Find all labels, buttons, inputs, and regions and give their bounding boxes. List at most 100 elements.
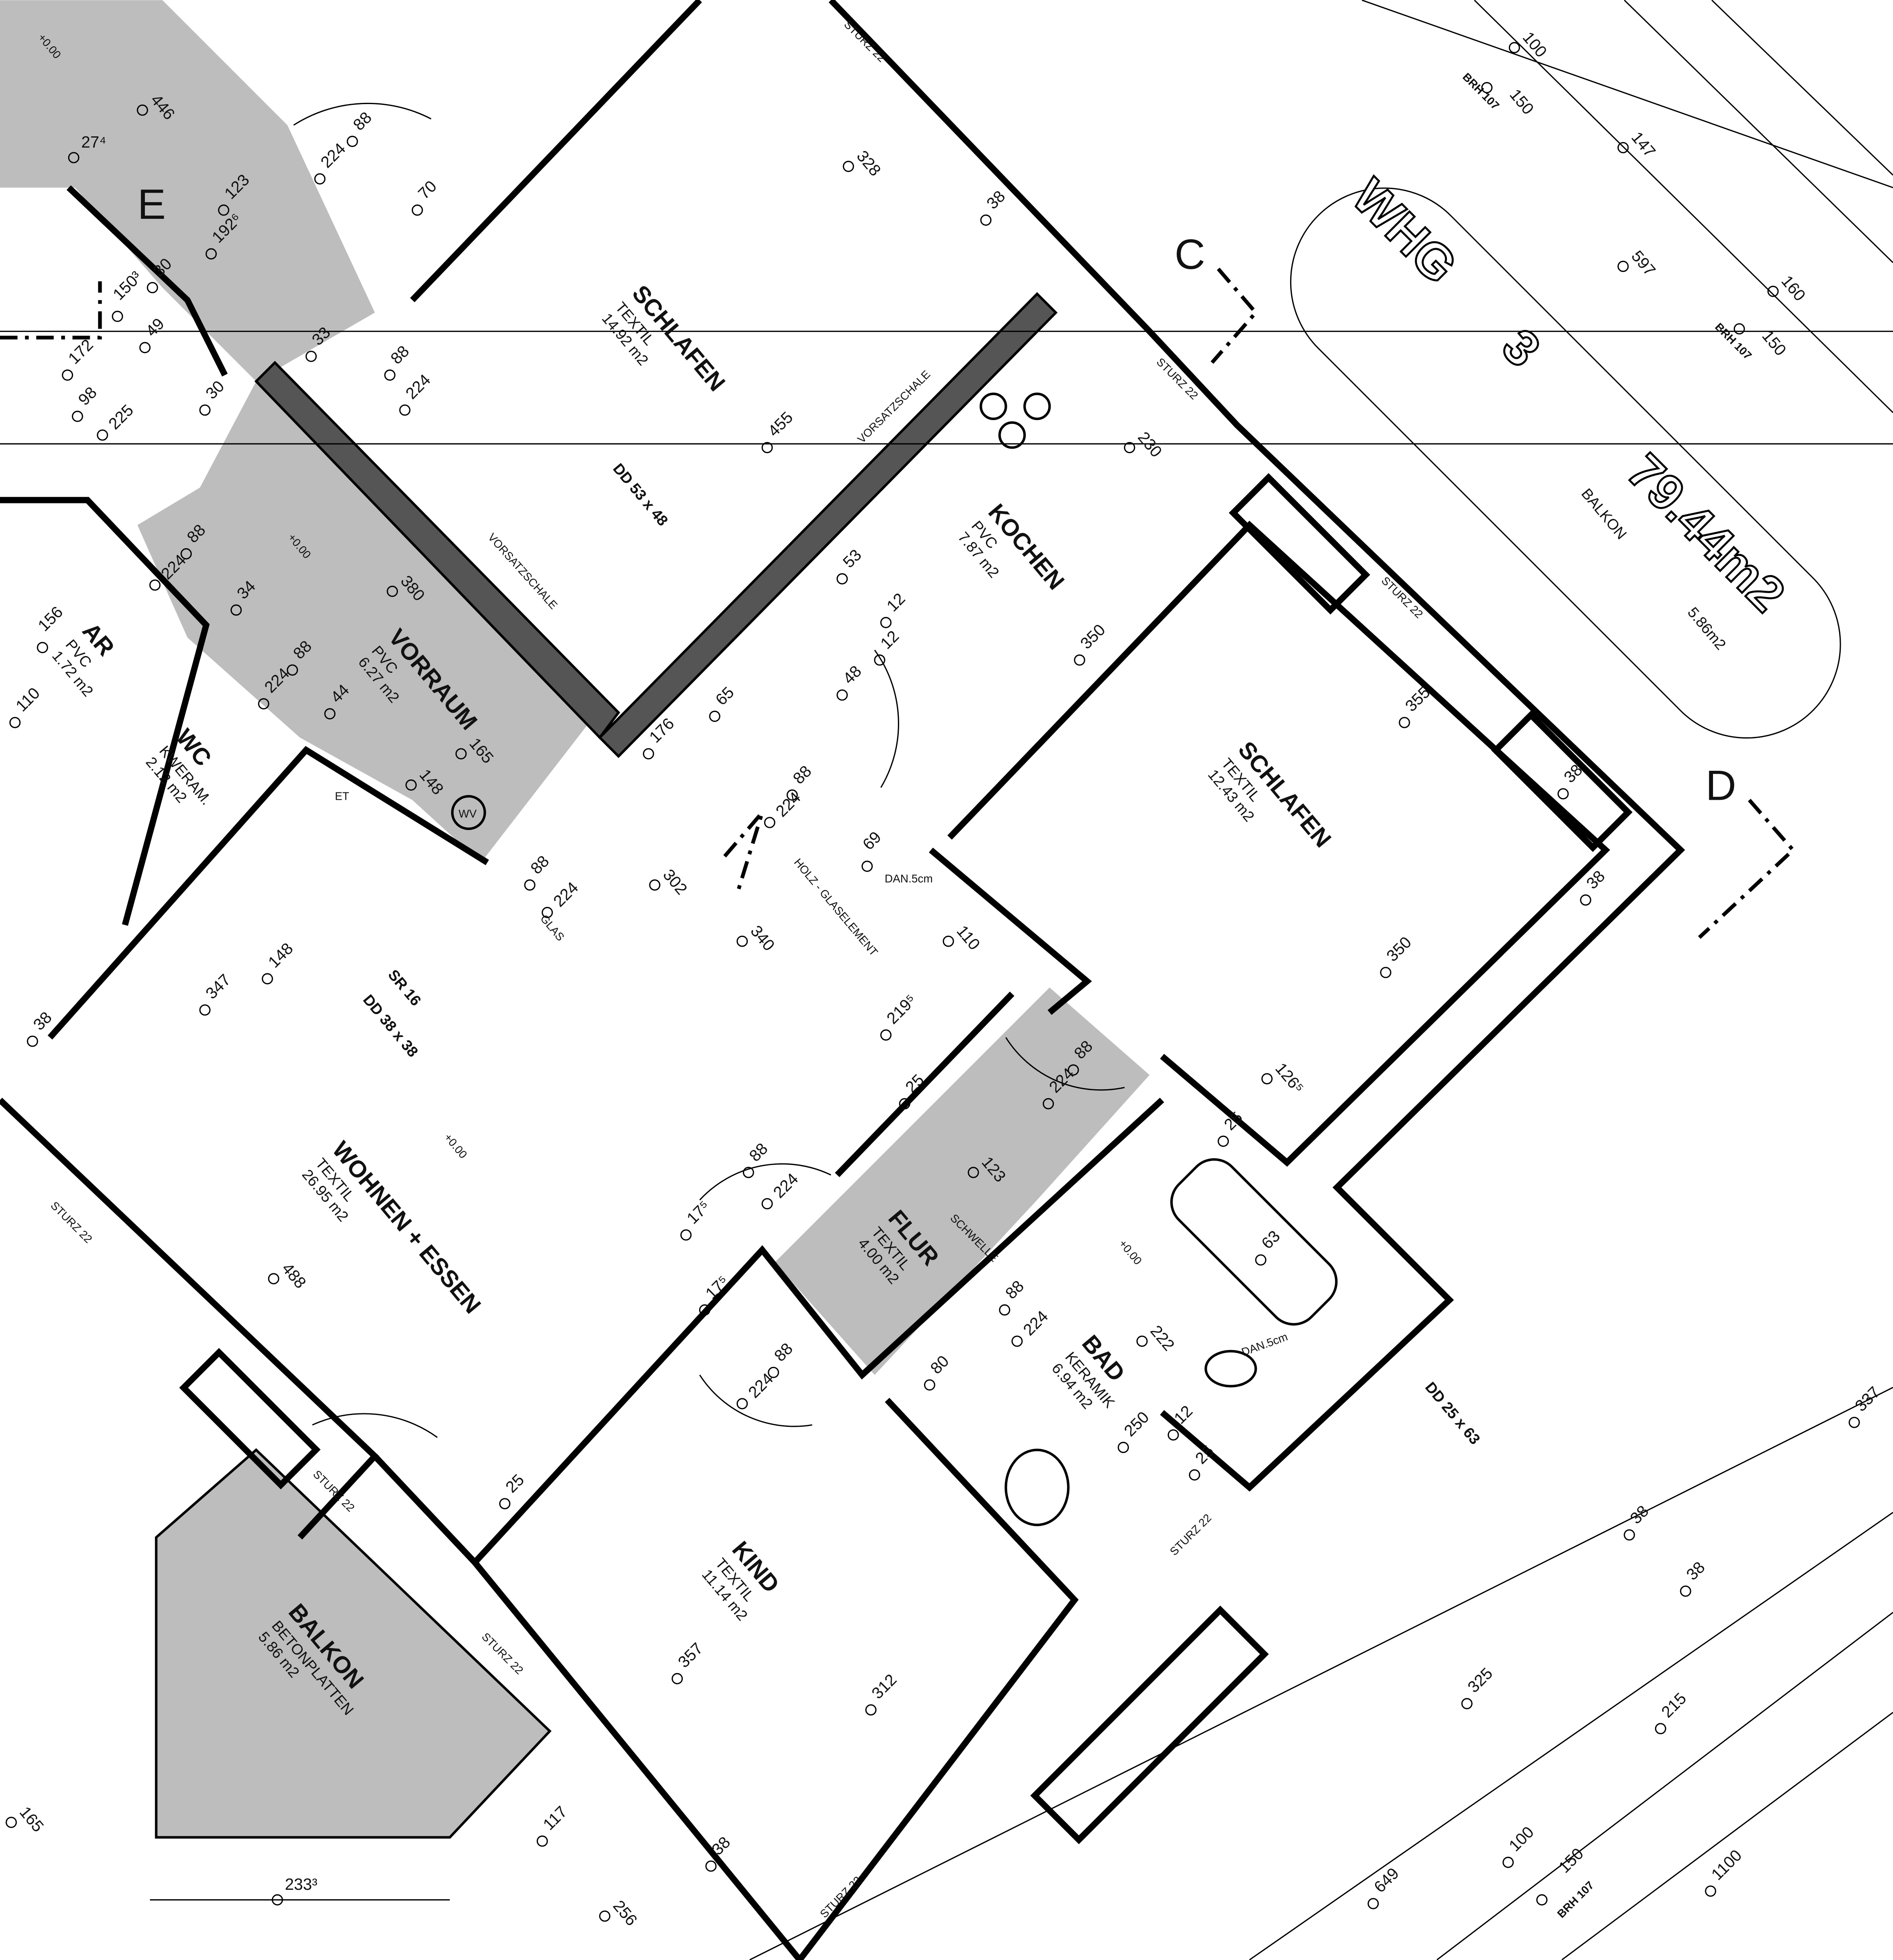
dimension-tick <box>1067 1064 1079 1076</box>
wall <box>410 0 702 303</box>
dimension-label: 224 <box>745 1370 777 1402</box>
dimension-tick <box>736 935 748 947</box>
glas-label: GLAS <box>538 912 567 943</box>
dimension-tick <box>1680 1585 1691 1597</box>
section-d: D <box>1706 762 1736 810</box>
dimension-label: 347 <box>202 971 234 1003</box>
unit-label: WHG <box>1342 168 1468 294</box>
dimension-tick <box>455 748 467 760</box>
dimension-label: 1100 <box>1708 1847 1746 1884</box>
dimension-label: 328 <box>853 147 884 180</box>
dimension-label: 38 <box>983 187 1009 213</box>
stove-burner <box>980 392 1007 420</box>
dimension-tick <box>836 689 848 701</box>
dimension-tick <box>709 710 720 722</box>
door-swing <box>699 1163 831 1201</box>
section-c-line <box>1211 267 1258 364</box>
dimension-tick <box>314 173 326 185</box>
dimension-tick <box>643 748 654 760</box>
dimension-tick <box>736 1398 748 1410</box>
sr-label: SR 16 <box>385 966 424 1009</box>
unit-label-frame <box>1290 187 1841 739</box>
dimension-label: 302 <box>660 866 691 898</box>
dimension-tick <box>1624 1529 1635 1541</box>
dimension-tick <box>149 579 161 591</box>
dimension-label: 215 <box>1658 1689 1690 1721</box>
window <box>1030 1605 1269 1844</box>
sturz-label: STURZ 22 <box>1167 1511 1214 1558</box>
unit-area: 79.44m2 <box>1617 443 1796 622</box>
dimension-tick <box>1380 967 1391 978</box>
dimension-tick <box>764 816 775 828</box>
dimension-tick <box>761 1198 773 1210</box>
dimension-tick <box>230 604 242 616</box>
dimension-label: 222 <box>1147 1322 1178 1354</box>
dimension-tick <box>524 879 535 891</box>
dimension-label: 256 <box>609 1897 640 1929</box>
wall <box>472 1097 1164 1565</box>
dimension-tick <box>1011 1335 1023 1347</box>
dimension-tick <box>305 351 317 362</box>
wall <box>829 0 1685 1492</box>
dimension-tick <box>742 1167 754 1178</box>
dimension-tick <box>1481 82 1493 93</box>
dimension-tick <box>768 1366 779 1378</box>
wall <box>47 746 489 1040</box>
dimension-label: 340 <box>747 922 778 954</box>
dimension-tick <box>874 654 885 666</box>
dimension-tick <box>72 411 83 422</box>
dimension-label: 17⁵ <box>683 1197 713 1228</box>
dimension-label: 224 <box>317 140 349 171</box>
dimension-tick <box>1261 1073 1273 1085</box>
dd-label: DD 53 x 48 <box>610 460 671 529</box>
dimension-tick <box>1502 1857 1514 1868</box>
dimension-label: 357 <box>675 1640 707 1671</box>
dan-label: DAN.5cm <box>884 872 933 885</box>
dimension-label: 325 <box>1464 1664 1496 1696</box>
dimension-label: 48 <box>840 662 865 687</box>
balkon-outline <box>155 1448 552 1839</box>
dimension-tick <box>1074 654 1085 666</box>
dimension-tick <box>68 152 80 163</box>
dimension-label: 160 <box>1778 272 1809 305</box>
dimension-label: 156 <box>35 603 67 635</box>
wv-label: WV <box>459 808 477 820</box>
unit-number: 3 <box>1492 318 1551 377</box>
wall <box>372 1454 802 1960</box>
dimension-label: 150³ <box>109 268 145 303</box>
dimension-label: 224 <box>550 879 582 910</box>
dimension-tick <box>147 282 158 294</box>
dimension-tick <box>1580 894 1591 906</box>
level-label: +0.00 <box>1116 1237 1144 1267</box>
dimension-tick <box>287 664 298 676</box>
dimension-label: 100 <box>1506 1823 1538 1855</box>
dimension-tick <box>680 1229 692 1241</box>
dimension-label: 117 <box>540 1803 571 1834</box>
dimension-tick <box>62 369 73 381</box>
dimension-label: 30 <box>202 377 228 403</box>
window <box>1229 473 1371 615</box>
brh-label: BRH 107 <box>1713 320 1754 362</box>
dimension-tick <box>1167 1429 1179 1441</box>
dimension-tick <box>865 1704 877 1716</box>
dimension-tick <box>1509 42 1520 53</box>
et-label: ET <box>335 790 349 803</box>
sturz-label: STURZ 22 <box>842 18 888 65</box>
dimension-tick <box>97 429 108 441</box>
wall <box>947 521 1611 1167</box>
sturz-label: STURZ 22 <box>48 1199 95 1246</box>
dimension-label: 12 <box>883 590 909 615</box>
dimension-label: 100 <box>1519 29 1550 61</box>
dimension-label: 38 <box>1683 1558 1708 1584</box>
dimension-tick <box>649 879 660 891</box>
dimension-label: 88 <box>350 109 375 134</box>
dimension-tick <box>1733 323 1745 335</box>
dimension-tick <box>671 1673 683 1684</box>
dimension-tick <box>199 1004 211 1016</box>
dimension-label: 350 <box>1077 621 1109 653</box>
flur-shade <box>775 987 1150 1375</box>
door-swing <box>1005 1037 1125 1091</box>
dimension-tick <box>1189 1469 1200 1481</box>
dimension-tick <box>842 160 854 172</box>
